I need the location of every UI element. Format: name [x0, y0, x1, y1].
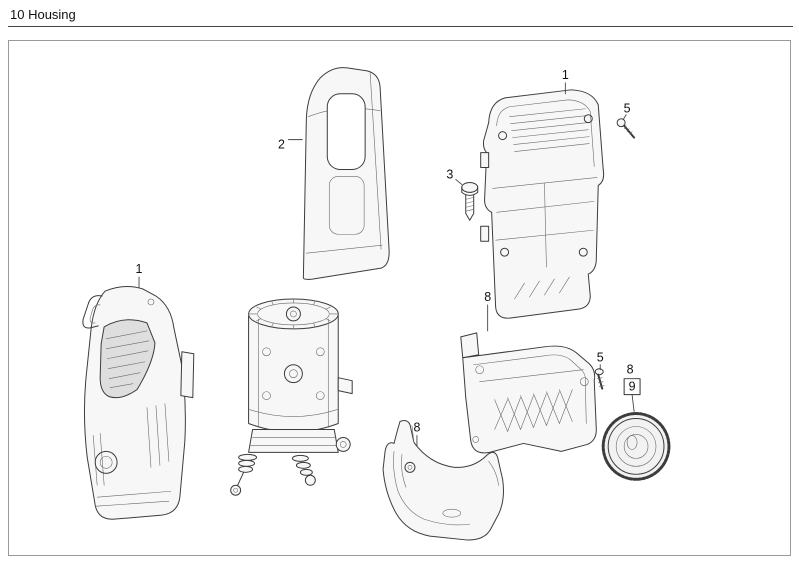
page-header: 10 Housing	[10, 7, 76, 22]
callout-rear-housing: 1	[562, 68, 569, 95]
screw-top-drawing	[616, 118, 636, 139]
callout-screw-long: 3	[446, 167, 463, 185]
callout-label: 3	[446, 167, 453, 181]
part-rear-housing-drawing	[480, 89, 605, 319]
screw-long-drawing	[461, 181, 479, 221]
callout-screw-top: 5	[622, 102, 631, 121]
part-front-housing-drawing	[82, 286, 195, 520]
diagram-frame: 1 5 3 2 1	[8, 40, 791, 556]
callout-front-housing: 1	[136, 262, 143, 289]
callouts: 1 5 3 2 1	[136, 68, 641, 447]
callout-label: 1	[136, 262, 143, 276]
header-divider	[8, 26, 793, 27]
callout-label: 2	[278, 138, 285, 152]
callout-label: 5	[624, 102, 631, 116]
callout-label: 8	[413, 420, 420, 434]
callout-lower-housing: 8	[413, 420, 420, 447]
page-title: 10 Housing	[10, 7, 76, 22]
part-motor-pump-drawing	[230, 298, 353, 496]
callout-cap-9: 9	[623, 378, 641, 413]
part-lower-housing-drawing	[382, 420, 504, 541]
part-cap-drawing	[601, 412, 671, 481]
callout-label: 8	[627, 363, 634, 377]
callout-base-housing: 8	[484, 290, 491, 332]
part-base-housing-drawing	[460, 332, 597, 454]
callout-label: 9	[629, 380, 636, 394]
callout-label: 5	[597, 351, 604, 365]
callout-top-cover: 2	[278, 138, 303, 152]
screw-mid-drawing	[594, 368, 605, 390]
callout-screw-mid: 5	[597, 351, 604, 371]
callout-cap-8: 8	[627, 363, 634, 377]
exploded-parts-diagram: 1 5 3 2 1	[82, 67, 671, 541]
callout-label: 8	[484, 290, 491, 304]
callout-label: 1	[562, 68, 569, 82]
part-top-cover-drawing	[302, 67, 390, 280]
